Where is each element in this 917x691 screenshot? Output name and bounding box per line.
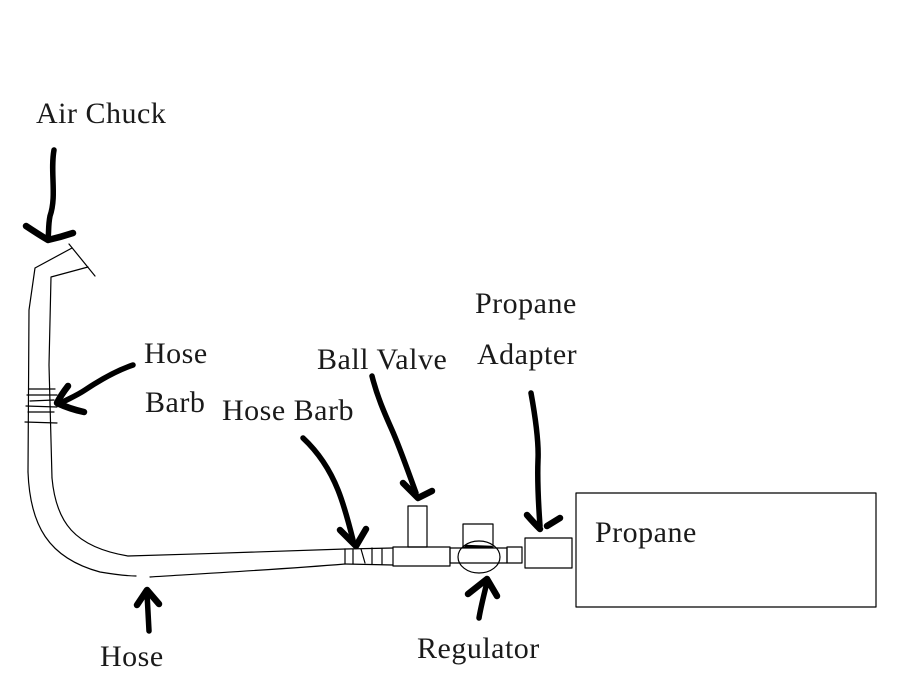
arrow-head	[399, 479, 436, 502]
propane-adapter-drawing	[524, 537, 573, 569]
arrow-head	[133, 586, 163, 609]
ball-valve-arrow	[369, 373, 436, 502]
hose-drawing	[27, 471, 346, 578]
regulator-arrow	[464, 575, 501, 621]
arrow-shaft	[300, 435, 356, 543]
barb-bottom-edge	[344, 563, 394, 566]
arrow-shaft	[528, 390, 543, 529]
propane-adapter-label-line1: Propane	[475, 287, 577, 320]
hose-barb-mid-label: Hose Barb	[222, 394, 354, 427]
air-chuck-outer-edge	[27, 247, 73, 473]
ball-valve-label: Ball Valve	[317, 343, 447, 376]
arrow-head	[523, 511, 564, 533]
regulator-joint-line	[464, 544, 493, 549]
hose-barb-left-hatching	[24, 388, 58, 424]
regulator-drawing	[457, 523, 501, 574]
pipe-connector	[506, 546, 523, 564]
arrow-shaft	[476, 579, 490, 621]
regulator-body	[457, 540, 501, 574]
hose-barb-left-label-line2: Barb	[145, 386, 205, 419]
arrow-shaft	[369, 373, 419, 496]
hose-bottom-edge	[27, 471, 137, 577]
barb-top-edge	[344, 547, 394, 550]
hatch-tick	[360, 548, 366, 564]
arrow-head	[336, 525, 370, 550]
arrow-shaft	[58, 362, 136, 406]
propane-adapter-label-line2: Adapter	[477, 338, 577, 371]
hatch-line	[24, 421, 58, 424]
hose-barb-left-label-line1: Hose	[144, 337, 208, 370]
arrow-head	[22, 222, 77, 244]
air-chuck-drawing	[27, 243, 96, 479]
hose-bottom-edge-right	[149, 563, 346, 578]
air-chuck-arrow	[22, 147, 77, 244]
arrow-shaft	[144, 590, 152, 634]
hose-barb-mid-hatching	[344, 547, 394, 566]
air-chuck-inner-edge	[48, 266, 89, 479]
hose-top-edge	[51, 477, 346, 557]
arrow-head	[53, 382, 88, 416]
regulator-label: Regulator	[417, 632, 540, 665]
ball-valve-handle	[407, 505, 428, 548]
air-chuck-tip-line	[68, 243, 96, 277]
hose-barb-mid-arrow	[300, 435, 370, 550]
pipe-drawing	[449, 546, 523, 564]
ball-valve-body	[392, 546, 451, 567]
propane-tank-drawing	[575, 492, 877, 608]
ball-valve-drawing	[392, 505, 451, 567]
air-chuck-label: Air Chuck	[36, 97, 166, 130]
propane-adapter-arrow	[523, 390, 564, 533]
arrow-head	[464, 575, 501, 600]
arrow-shaft	[45, 147, 57, 241]
hatch-line	[29, 399, 55, 402]
hatch-line	[25, 405, 58, 408]
hose-label: Hose	[100, 640, 164, 673]
propane-tank-label: Propane	[595, 516, 697, 549]
hose-barb-left-arrow	[53, 362, 136, 416]
hose-arrow	[133, 586, 163, 634]
